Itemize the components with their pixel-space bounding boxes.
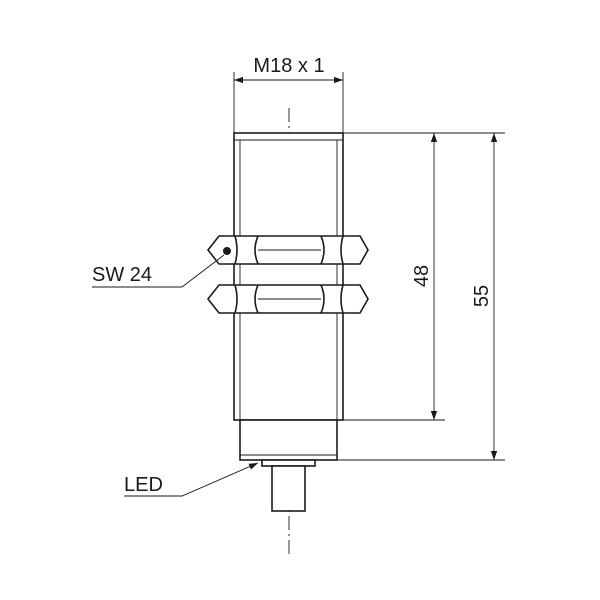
led-label: LED (124, 474, 163, 496)
hex-nut-lower (206, 284, 369, 314)
thread-label: M18 x 1 (253, 55, 324, 77)
led-callout: LED (124, 462, 259, 497)
end-cap (239, 419, 338, 461)
wrench-size-label: SW 24 (92, 264, 152, 286)
thread-dimension: M18 x 1 (233, 55, 344, 133)
sensor-body (233, 132, 344, 421)
wrench-size-callout: SW 24 (92, 254, 225, 288)
active-length-dimension: 48 (337, 132, 505, 421)
hex-nut-upper (206, 235, 369, 265)
active-length-value: 48 (411, 265, 433, 287)
total-length-value: 55 (471, 285, 493, 307)
led-indicator-dot (223, 247, 231, 255)
total-length-dimension: 55 (337, 133, 505, 461)
connector-pin (261, 459, 316, 512)
